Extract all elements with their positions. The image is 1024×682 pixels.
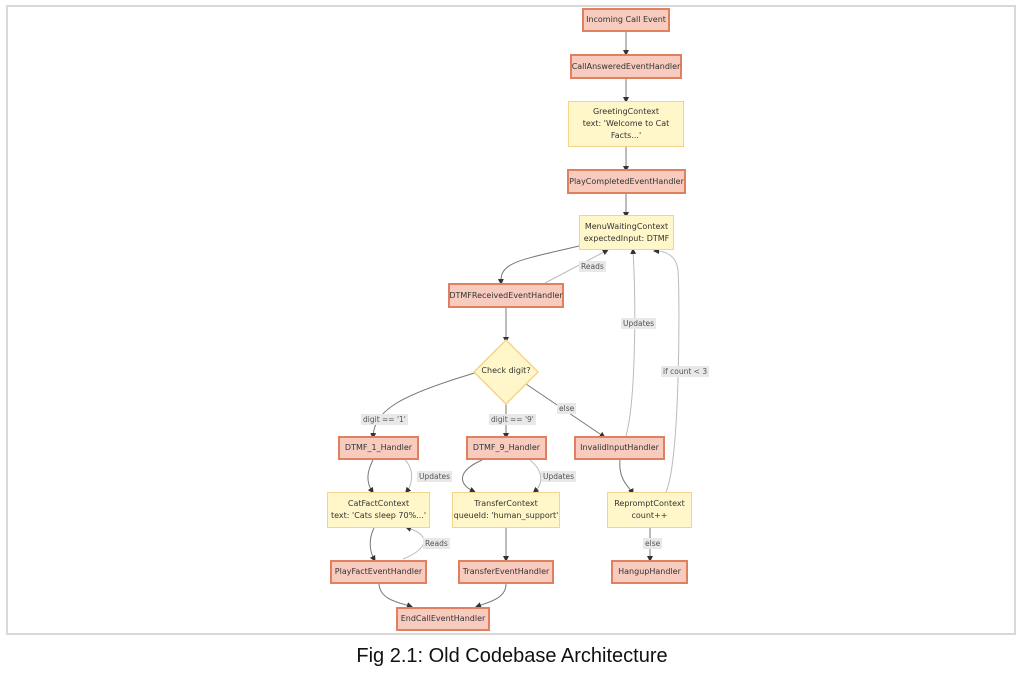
edge-playfact-reads-catfact (402, 526, 425, 560)
edge-label-else-hangup: else (643, 538, 663, 549)
node-play-fact-handler: PlayFactEventHandler (330, 560, 427, 584)
node-transfer-context: TransferContext queueId: 'human_support' (452, 492, 560, 528)
edge-dtmf9-updates-transfer (529, 459, 542, 493)
figure-frame (6, 5, 1016, 635)
edge-invalid-to-reprompt (619, 459, 634, 495)
node-dtmf1-handler: DTMF_1_Handler (338, 436, 419, 460)
edge-dtmf1-to-catfact (367, 459, 374, 494)
figure-caption: Fig 2.1: Old Codebase Architecture (356, 645, 668, 667)
edge-label-updates-menu: Updates (621, 318, 657, 329)
edge-dtmf9-to-transfer (462, 459, 483, 493)
edge-label-digit9: digit == '9' (489, 414, 536, 425)
edge-label-else-invalid: else (557, 403, 577, 414)
edge-dtmf1-updates-catfact (404, 459, 413, 494)
node-reprompt-context: RepromptContext count++ (607, 492, 692, 528)
node-play-completed-handler: PlayCompletedEventHandler (567, 169, 686, 194)
edge-reprompt-to-menu (653, 248, 680, 493)
node-check-digit-label: Check digit? (481, 366, 531, 375)
node-end-call-handler: EndCallEventHandler (396, 607, 490, 631)
node-menu-waiting-context: MenuWaitingContext expectedInput: DTMF (579, 215, 674, 250)
edge-menu-to-dtmf (497, 245, 580, 285)
edge-check-to-dtmf1 (370, 371, 479, 439)
edge-invalid-updates-menu (625, 248, 637, 437)
edge-dtmf-reads-menu (544, 249, 609, 284)
node-catfact-context: CatFactContext text: 'Cats sleep 70%...' (327, 492, 430, 528)
edge-playfact-to-endcall (378, 583, 413, 609)
node-dtmf-received-handler: DTMFReceivedEventHandler (448, 283, 564, 308)
edge-label-reads-catfact: Reads (423, 538, 450, 549)
node-hangup-handler: HangupHandler (611, 560, 688, 584)
node-transfer-event-handler: TransferEventHandler (458, 560, 554, 584)
edge-label-updates-catfact: Updates (417, 471, 453, 482)
node-call-answered-handler: CallAnsweredEventHandler (570, 54, 682, 79)
edge-label-reads-menu: Reads (579, 261, 606, 272)
node-greeting-context: GreetingContext text: 'Welcome to Cat Fa… (568, 101, 684, 147)
node-dtmf9-handler: DTMF_9_Handler (466, 436, 547, 460)
edge-catfact-to-playfact (369, 527, 376, 562)
edge-label-updates-transfer: Updates (541, 471, 577, 482)
check-digit-diamond (472, 338, 540, 406)
edge-label-digit1: digit == '1' (361, 414, 408, 425)
node-invalid-input-handler: InvalidInputHandler (574, 436, 665, 460)
edge-transfer-to-endcall (475, 583, 507, 608)
node-incoming-call-event: Incoming Call Event (582, 8, 670, 32)
edge-label-if-count: if count < 3 (661, 366, 710, 377)
